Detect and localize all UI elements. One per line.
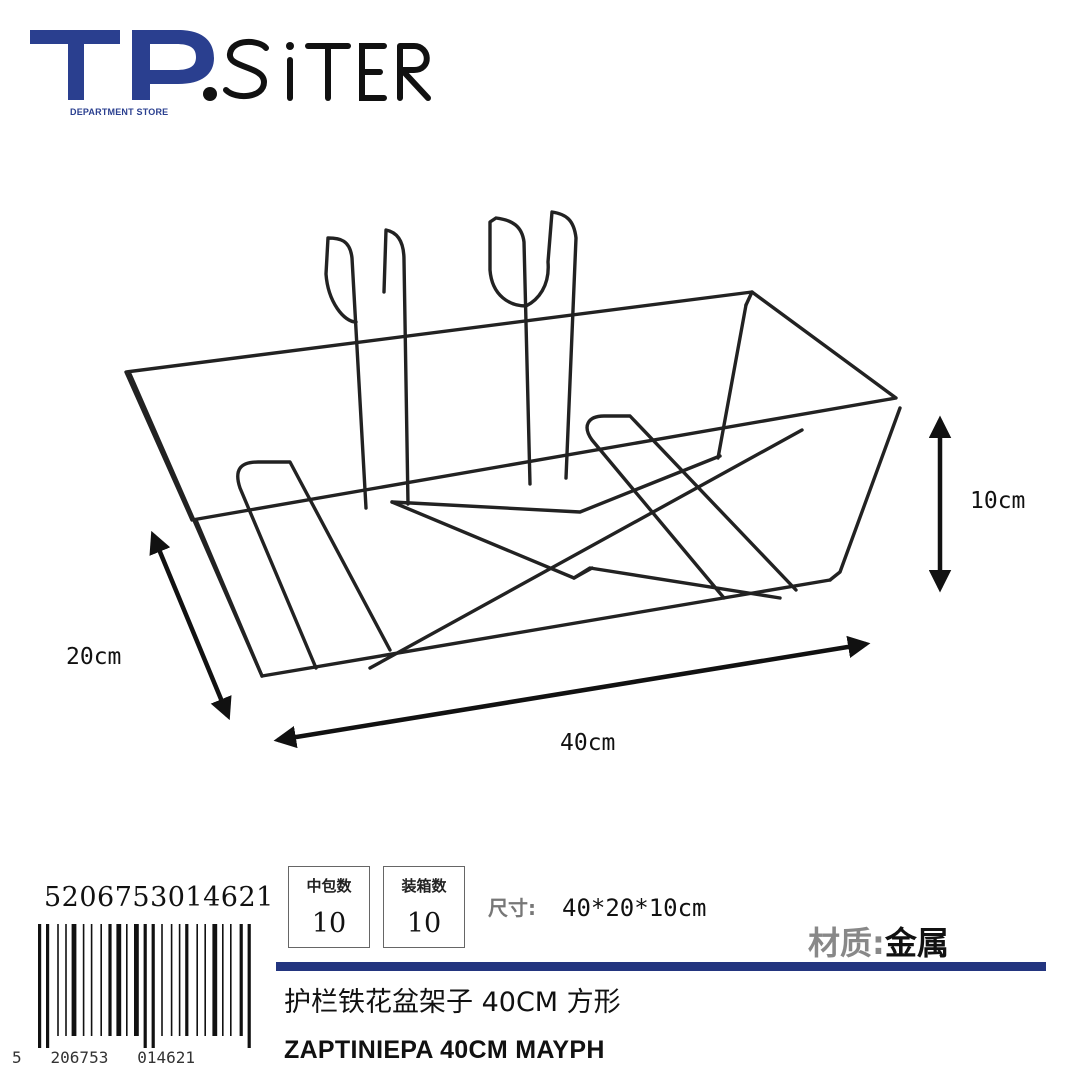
divider-bar <box>276 962 1046 971</box>
barcode-bar <box>134 924 139 1036</box>
inner-pack-box: 中包数 10 <box>288 866 370 948</box>
carton-value: 10 <box>406 908 442 939</box>
barcode-bar <box>108 924 112 1036</box>
height-label: 10cm <box>970 488 1026 514</box>
material-line: 材质:金属 <box>808 918 949 964</box>
barcode-bar <box>143 924 147 1048</box>
inner-pack-label: 中包数 <box>306 877 352 895</box>
barcode-bar <box>57 924 59 1036</box>
barcode <box>38 924 251 1048</box>
brand-tagline: DEPARTMENT STORE <box>70 107 169 117</box>
barcode-bar <box>222 924 224 1036</box>
barcode-bar <box>82 924 85 1036</box>
barcode-bar <box>204 924 206 1036</box>
barcode-bar <box>46 924 50 1048</box>
barcode-bar <box>38 924 42 1048</box>
barcode-bar <box>71 924 77 1036</box>
carton-box: 装箱数 10 <box>383 866 465 948</box>
barcode-bar <box>170 924 173 1036</box>
barcode-bar <box>100 924 102 1036</box>
width-label: 40cm <box>560 730 616 756</box>
barcode-bar <box>126 924 128 1036</box>
barcode-bar <box>230 924 232 1036</box>
material-value: 金属 <box>884 924 949 962</box>
product-name-en: ZAPTINIEPA 40CM MAYPH <box>284 1036 605 1064</box>
size-label: 尺寸: <box>488 896 536 920</box>
inner-pack-value: 10 <box>311 908 347 939</box>
barcode-bar <box>185 924 189 1036</box>
barcode-bar <box>247 924 251 1048</box>
barcode-bar <box>178 924 181 1036</box>
barcode-bar <box>239 924 243 1036</box>
barcode-bar <box>151 924 155 1048</box>
product-name-cn: 护栏铁花盆架子 40CM 方形 <box>284 987 621 1018</box>
barcode-bar <box>65 924 67 1036</box>
ean-human-readable: 5 206753 014621 <box>12 1048 196 1067</box>
barcode-bar <box>212 924 218 1036</box>
carton-label: 装箱数 <box>401 877 447 895</box>
depth-label: 20cm <box>66 644 122 670</box>
barcode-bar <box>196 924 198 1036</box>
material-label: 材质: <box>808 924 885 962</box>
product-illustration <box>124 210 952 749</box>
ean-number: 5206753014621 <box>44 882 274 913</box>
barcode-bar <box>90 924 93 1036</box>
barcode-bar <box>116 924 122 1036</box>
size-value: 40*20*10cm <box>562 894 707 922</box>
brand-logo <box>30 30 431 101</box>
barcode-bar <box>161 924 163 1036</box>
